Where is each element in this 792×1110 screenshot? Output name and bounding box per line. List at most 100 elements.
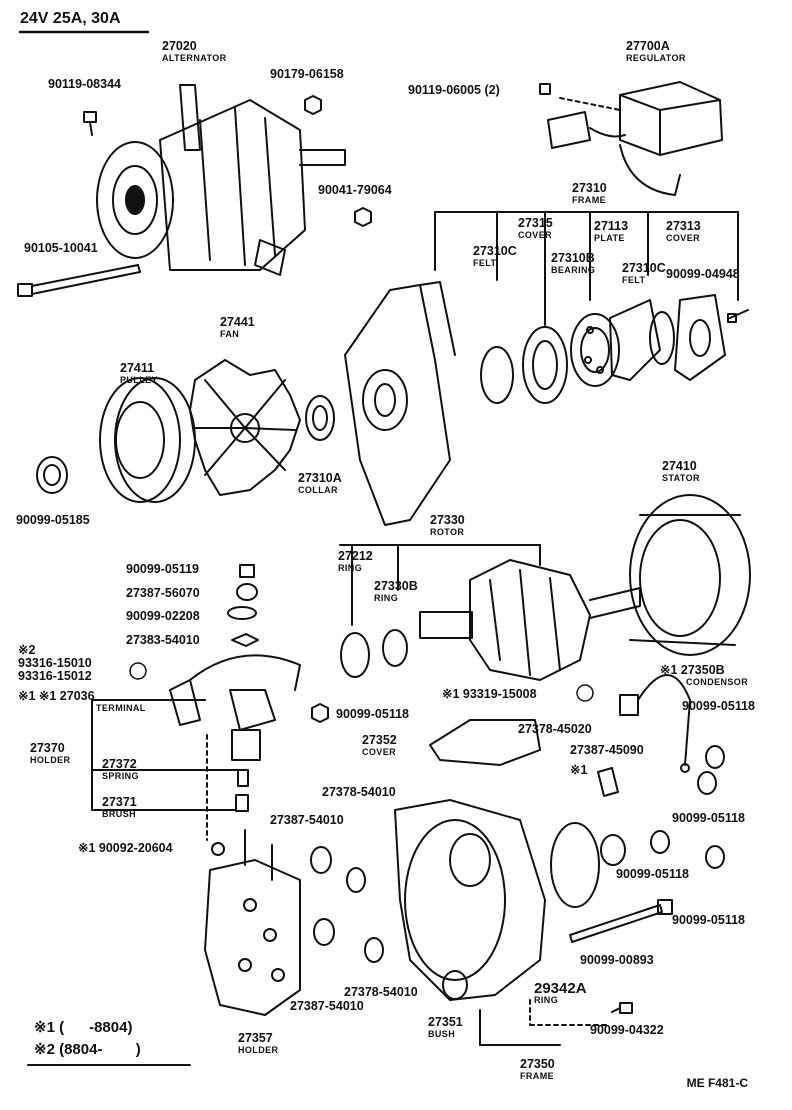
label-90099-05185: 90099-05185 — [16, 513, 90, 527]
collar-27310A — [305, 395, 335, 441]
label-90119-08344: 90119-08344 — [48, 77, 121, 91]
label-27383-54010: 27383-54010 — [126, 633, 200, 647]
label-90099-05118-a: 90099-05118 — [336, 707, 409, 721]
label-90099-02208: 90099-02208 — [126, 609, 200, 623]
insulator-27387-54010-b — [313, 918, 335, 946]
nut-90179-06158 — [304, 95, 322, 115]
s-mark-93316 — [129, 662, 147, 680]
felt-27310C-b — [649, 311, 675, 365]
cover-27315 — [522, 326, 568, 404]
nut-90099-05118-a — [311, 703, 329, 723]
label-27378-54010-a: 27378-54010 — [322, 785, 396, 799]
plate-27113 — [609, 299, 661, 381]
label-90099-05118-e: 90099-05118 — [672, 913, 745, 927]
label-90099-05118-d: 90099-05118 — [616, 867, 689, 881]
label-90099-05118-c: 90099-05118 — [672, 811, 745, 825]
document-code: ME F481-C — [686, 1076, 748, 1090]
nut-90092-20604 — [211, 842, 225, 856]
nut-90099-05118-c — [697, 771, 717, 795]
stator-27410 — [629, 494, 751, 656]
label-90099-05119: 90099-05119 — [126, 562, 199, 576]
insulator-27378-45020 — [600, 834, 626, 866]
label-93319: ※1 93319-15008 — [442, 687, 537, 701]
frame-27310 — [344, 281, 456, 526]
felt-27310C — [480, 346, 514, 404]
screw-90099-04322 — [611, 1002, 633, 1014]
fan-27441 — [189, 359, 301, 496]
label-90041-79064: 90041-79064 — [318, 183, 392, 197]
label-27387-54010-b: 27387-54010 — [290, 999, 364, 1013]
frame-27350 — [394, 799, 546, 1001]
hardware-stack — [227, 564, 259, 647]
label-90099-00893: 90099-00893 — [580, 953, 654, 967]
insulator-27387-54010-a — [310, 846, 332, 874]
cover-27352 — [429, 719, 541, 766]
holder-27370 — [169, 654, 301, 841]
label-27387-54010-a: 27387-54010 — [270, 813, 344, 827]
insulator-27378-54010-a — [346, 867, 366, 893]
alternator-assembly — [96, 84, 346, 276]
bearing-27310B — [570, 313, 620, 387]
holder-27357 — [204, 829, 301, 1016]
label-90092-20604: ※1 90092-20604 — [78, 841, 173, 855]
nut-90099-05118-e — [705, 845, 725, 869]
legend-row-1: ※1 ( -8804) — [34, 1019, 133, 1036]
regulator — [539, 81, 723, 196]
long-bolt-90105-10041 — [17, 264, 141, 297]
label-90099-04322: 90099-04322 — [590, 1023, 664, 1037]
ring-29342A — [550, 822, 600, 908]
cover-27313 — [674, 294, 726, 381]
diagram-title: 24V 25A, 30A — [20, 10, 121, 27]
nut-90041-79064 — [354, 207, 372, 227]
ring-27330B — [382, 629, 408, 667]
label-27378-54010-b: 27378-54010 — [344, 985, 418, 999]
ring-27212 — [340, 632, 370, 678]
legend-row-2: ※2 (8804- ) — [34, 1041, 141, 1058]
screw-90099-04948 — [727, 309, 749, 323]
bush-27351 — [442, 970, 468, 1000]
label-27387-56070: 27387-56070 — [126, 586, 200, 600]
label-27387-45090-mark: ※1 — [570, 763, 588, 777]
rotor-27330 — [419, 559, 641, 681]
nut-90099-05185 — [36, 456, 68, 494]
bolt-90119-08344 — [83, 111, 97, 136]
insulator-27378-54010-b — [364, 937, 384, 963]
label-90179-06158: 90179-06158 — [270, 67, 344, 81]
label-90119-06005: 90119-06005 (2) — [408, 83, 500, 97]
bolt-90099-00893 — [569, 899, 673, 943]
label-93316: ※2 93316-15010 93316-15012 — [18, 643, 92, 683]
s-mark-93319 — [576, 684, 594, 702]
label-90099-05118-b: 90099-05118 — [682, 699, 755, 713]
label-90105-10041: 90105-10041 — [24, 241, 98, 255]
label-90099-04948: 90099-04948 — [666, 267, 740, 281]
nut-90099-05118-d — [650, 830, 670, 854]
insulator-27387-45090 — [597, 767, 619, 797]
label-27387-45090: 27387-45090 — [570, 743, 644, 757]
condensor-27350B — [619, 674, 691, 773]
